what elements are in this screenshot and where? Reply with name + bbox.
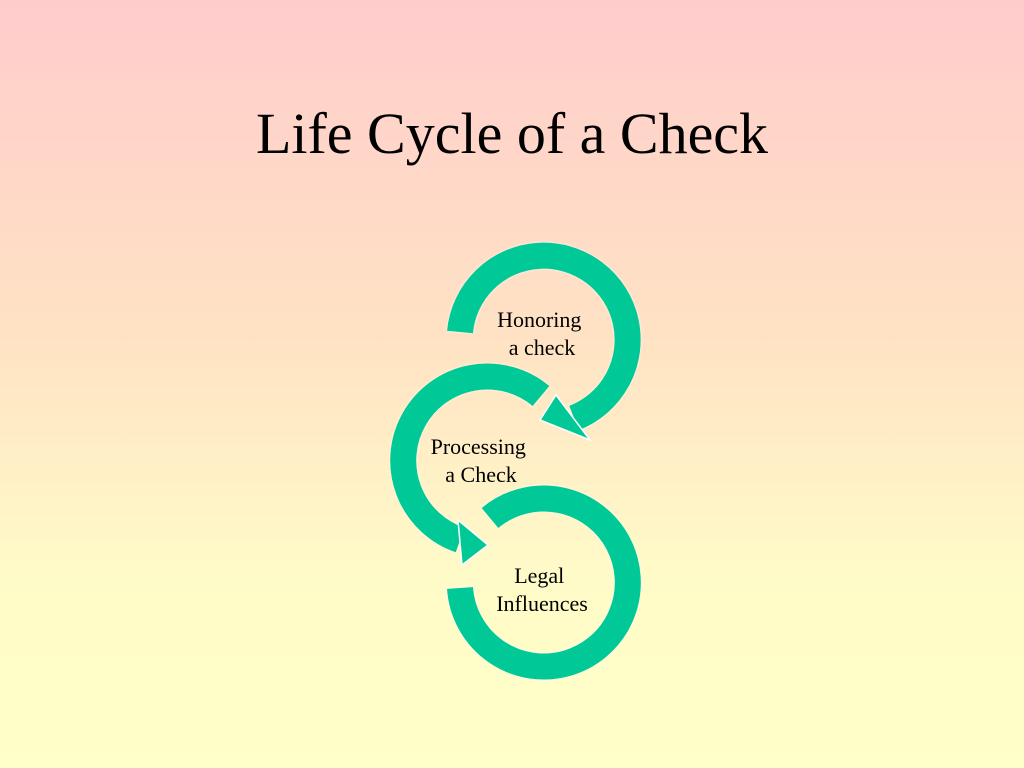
ring-legal: Legal Influences [447,485,641,680]
step-legal-line1: Legal [514,563,564,588]
svg-text:Processing a Check: Processing a Check [431,434,532,487]
ring-honoring-arrowhead [538,393,593,442]
ring-legal-arc [447,485,641,680]
step-processing-line2: a Check [445,462,516,487]
ring-honoring-arc [447,242,641,431]
slide-title: Life Cycle of a Check [255,101,769,166]
step-honoring-line2: a check [509,335,576,360]
ring-processing: Processing a Check [390,363,550,567]
svg-text:Honoring a check: Honoring a check [497,307,587,360]
step-processing-line1: Processing [431,434,526,459]
ring-processing-arrowhead [457,518,490,567]
step-legal-line2: Influences [496,591,588,616]
ring-honoring: Honoring a check [447,242,641,442]
ring-processing-arc [390,363,550,553]
svg-text:Legal Influences: Legal Influences [496,563,588,616]
step-honoring-line1: Honoring [497,307,581,332]
